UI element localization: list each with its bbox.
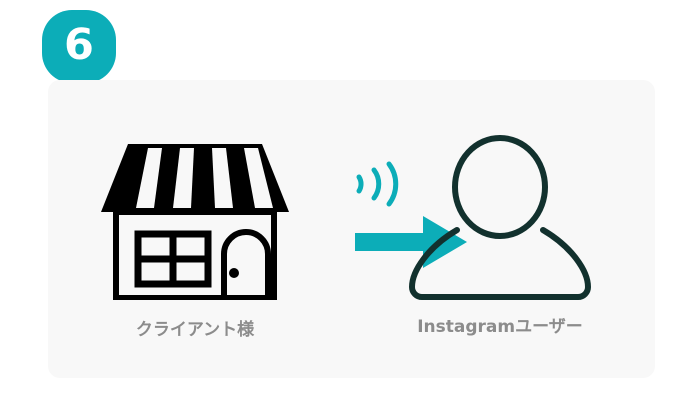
- diagram-panel: クライアント様: [48, 80, 655, 378]
- diagram-node-label-instagram-user: Instagramユーザー: [417, 317, 583, 337]
- diagram-node-instagram-user: Instagramユーザー: [400, 135, 600, 336]
- diagram-node-label-client: クライアント様: [135, 320, 255, 340]
- diagram-node-client: クライアント様: [100, 142, 290, 339]
- person-icon: [400, 135, 600, 304]
- step-number: 6: [64, 20, 94, 70]
- diagram-connector: [298, 158, 467, 278]
- signal-waves-icon: [350, 158, 406, 214]
- arrow-right-icon: [355, 216, 468, 272]
- storefront-icon: [100, 142, 290, 304]
- step-badge: 6: [42, 10, 116, 83]
